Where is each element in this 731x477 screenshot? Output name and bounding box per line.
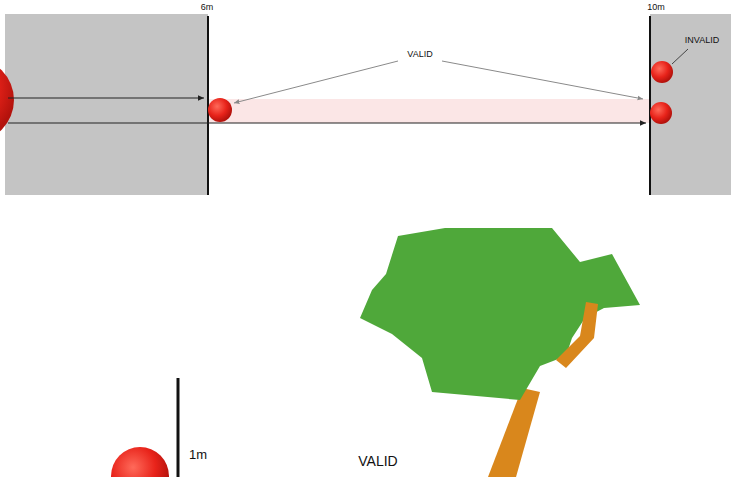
valid-band [208,99,650,123]
ball [111,447,169,477]
valid-label: VALID [407,50,432,60]
leader-line [442,61,643,99]
tree-foliage [360,228,640,400]
origin-ball [0,58,14,142]
leader-line [672,49,688,64]
ball [651,61,673,83]
invalid-label: INVALID [685,36,719,46]
tree-trunk [488,388,540,477]
boundary-line [207,16,209,195]
scale-bar [177,378,180,477]
boundary-line [649,16,651,195]
distance-label: 6m [201,3,214,13]
leader-line [234,61,398,103]
ball [208,98,232,122]
near-zone [5,14,208,195]
far-zone [650,14,731,195]
tree-branch [556,302,598,368]
scale-label: 1m [189,448,207,462]
distance-label: 10m [647,3,665,13]
trajectory-arrow [8,123,646,124]
ball [650,102,672,124]
trajectory-arrow [8,98,204,99]
valid-label: VALID [358,454,397,469]
